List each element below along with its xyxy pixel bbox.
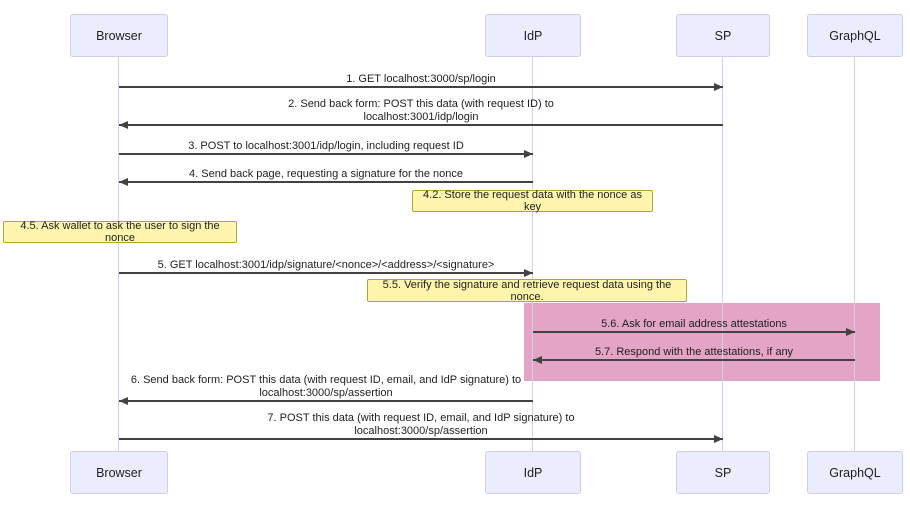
actor-graphql-label: GraphQL bbox=[829, 28, 881, 43]
actor-sp-label: SP bbox=[714, 28, 732, 43]
message-1-label: 1. GET localhost:3000/sp/login bbox=[346, 72, 496, 85]
message-5-7-line bbox=[533, 359, 855, 361]
note-verify-signature: 5.5. Verify the signature and retrieve r… bbox=[367, 278, 687, 303]
message-7-label: 7. POST this data (with request ID, emai… bbox=[267, 412, 575, 437]
arrowhead-right-icon bbox=[714, 83, 723, 91]
message-5-6-line bbox=[533, 331, 855, 333]
note-ask-wallet: 4.5. Ask wallet to ask the user to sign … bbox=[3, 220, 237, 244]
lifeline-idp bbox=[532, 57, 533, 451]
arrowhead-right-icon bbox=[846, 328, 855, 336]
message-3-label: 3. POST to localhost:3001/idp/login, inc… bbox=[188, 139, 464, 152]
message-1-line bbox=[119, 86, 723, 88]
message-6: 6. Send back form: POST this data (with … bbox=[119, 374, 533, 405]
actor-browser-label: Browser bbox=[96, 465, 142, 480]
arrowhead-left-icon bbox=[119, 121, 128, 129]
arrowhead-left-icon bbox=[533, 356, 542, 364]
lifeline-browser bbox=[118, 57, 119, 451]
message-5-6-label: 5.6. Ask for email address attestations bbox=[601, 317, 787, 330]
message-5-line bbox=[119, 272, 533, 274]
message-5-label: 5. GET localhost:3001/idp/signature/<non… bbox=[157, 258, 495, 271]
message-5-7: 5.7. Respond with the attestations, if a… bbox=[533, 346, 855, 364]
message-4: 4. Send back page, requesting a signatur… bbox=[119, 168, 533, 186]
actor-sp-bottom: SP bbox=[676, 451, 770, 494]
message-3-line bbox=[119, 153, 533, 155]
message-5-7-label: 5.7. Respond with the attestations, if a… bbox=[594, 345, 794, 358]
note-store-request-data: 4.2. Store the request data with the non… bbox=[412, 189, 653, 213]
highlight-region bbox=[524, 303, 880, 381]
actor-idp-top: IdP bbox=[485, 14, 581, 57]
message-7-line bbox=[119, 438, 723, 440]
message-5: 5. GET localhost:3001/idp/signature/<non… bbox=[119, 259, 533, 277]
actor-browser-bottom: Browser bbox=[70, 451, 168, 494]
arrowhead-right-icon bbox=[524, 269, 533, 277]
note-store-request-data-text: 4.2. Store the request data with the non… bbox=[423, 189, 642, 213]
message-2: 2. Send back form: POST this data (with … bbox=[119, 98, 723, 129]
actor-graphql-bottom: GraphQL bbox=[807, 451, 903, 494]
actor-idp-bottom: IdP bbox=[485, 451, 581, 494]
actor-graphql-top: GraphQL bbox=[807, 14, 903, 57]
message-4-line bbox=[119, 181, 533, 183]
message-2-label: 2. Send back form: POST this data (with … bbox=[288, 98, 554, 123]
note-verify-signature-text: 5.5. Verify the signature and retrieve r… bbox=[382, 278, 672, 303]
message-6-label: 6. Send back form: POST this data (with … bbox=[130, 374, 522, 399]
message-4-label: 4. Send back page, requesting a signatur… bbox=[189, 167, 463, 180]
arrowhead-left-icon bbox=[119, 397, 128, 405]
lifeline-sp bbox=[722, 57, 723, 451]
actor-graphql-label: GraphQL bbox=[829, 465, 881, 480]
actor-browser-label: Browser bbox=[96, 28, 142, 43]
actor-sp-label: SP bbox=[714, 465, 732, 480]
message-6-line bbox=[119, 400, 533, 402]
lifeline-graphql bbox=[854, 57, 855, 451]
actor-browser-top: Browser bbox=[70, 14, 168, 57]
message-5-6: 5.6. Ask for email address attestations bbox=[533, 318, 855, 336]
message-7: 7. POST this data (with request ID, emai… bbox=[119, 412, 723, 443]
arrowhead-right-icon bbox=[714, 435, 723, 443]
message-3: 3. POST to localhost:3001/idp/login, inc… bbox=[119, 140, 533, 158]
actor-sp-top: SP bbox=[676, 14, 770, 57]
actor-idp-label: IdP bbox=[523, 28, 543, 43]
message-1: 1. GET localhost:3000/sp/login bbox=[119, 73, 723, 91]
note-ask-wallet-text: 4.5. Ask wallet to ask the user to sign … bbox=[20, 220, 220, 244]
arrowhead-right-icon bbox=[524, 150, 533, 158]
actor-idp-label: IdP bbox=[523, 465, 543, 480]
message-2-line bbox=[119, 124, 723, 126]
arrowhead-left-icon bbox=[119, 178, 128, 186]
